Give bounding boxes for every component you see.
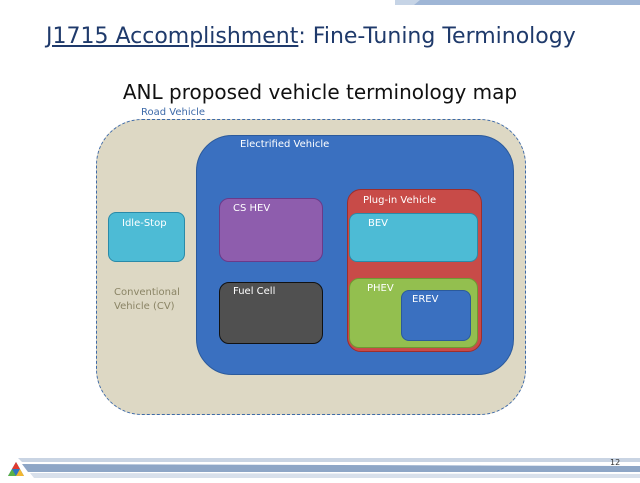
conventional-line2: Vehicle (CV): [114, 301, 175, 312]
erev-box: [401, 290, 471, 341]
title-rest: Fine-Tuning Terminology: [305, 24, 576, 49]
conventional-vehicle-label: Conventional Vehicle (CV): [114, 286, 194, 314]
phev-label: PHEV: [367, 283, 394, 294]
fuel-cell-label: Fuel Cell: [233, 286, 276, 297]
slide-subtitle: ANL proposed vehicle terminology map: [122, 80, 518, 104]
slide-title: J1715 Accomplishment: Fine-Tuning Termin…: [46, 24, 576, 49]
plugin-vehicle-label: Plug-in Vehicle: [363, 195, 437, 206]
page-number: 12: [610, 458, 621, 467]
erev-label: EREV: [412, 294, 439, 305]
bev-box: [349, 213, 478, 262]
title-separator: :: [298, 24, 306, 49]
header-stripe: [395, 0, 640, 5]
electrified-vehicle-label: Electrified Vehicle: [240, 139, 330, 150]
idle-stop-label: Idle-Stop: [122, 218, 167, 229]
road-vehicle-label: Road Vehicle: [141, 107, 206, 118]
bev-label: BEV: [368, 218, 389, 229]
fuel-cell-box: [219, 282, 323, 344]
argonne-logo-icon: [8, 462, 24, 476]
cs-hev-box: [219, 198, 323, 262]
idle-stop-box: [108, 212, 185, 262]
cs-hev-label: CS HEV: [233, 203, 271, 214]
footer-swoosh: [18, 458, 640, 478]
title-accent: J1715 Accomplishment: [46, 24, 299, 49]
conventional-line1: Conventional: [114, 287, 180, 298]
